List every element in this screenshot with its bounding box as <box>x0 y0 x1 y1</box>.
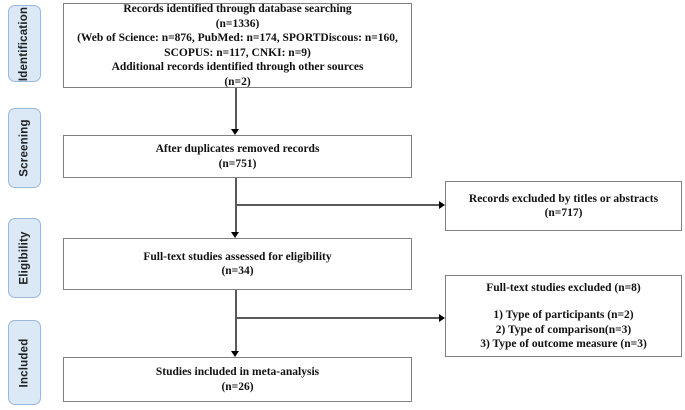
arrow-identified-to-duplicates-line <box>235 88 237 130</box>
arrow-to-excluded-titles-head <box>439 201 445 209</box>
excluded-titles-line: (n=717) <box>544 207 583 219</box>
fulltext-assessed-box: Full-text studies assessed for eligibili… <box>63 238 412 290</box>
excluded-fulltext-box: Full-text studies excluded (n=8) 1) Type… <box>445 275 682 357</box>
studies-included-line: (n=26) <box>221 380 254 393</box>
records-identified-line: Additional records identified through ot… <box>111 61 364 73</box>
excluded-titles-line: Records excluded by titles or abstracts <box>468 192 659 205</box>
studies-included-line: Studies included in meta-analysis <box>155 366 320 378</box>
excluded-fulltext-reason: 1) Type of participants (n=2) <box>493 309 634 321</box>
arrow-duplicates-to-fulltext-head <box>231 232 239 238</box>
records-identified-line: (n=2) <box>224 75 251 88</box>
excluded-fulltext-reason: 3) Type of outcome measure (n=3) <box>480 338 647 350</box>
stage-screening-label: Screening <box>18 119 31 177</box>
studies-included-box: Studies included in meta-analysis (n=26) <box>63 357 412 402</box>
fulltext-assessed-line: (n=34) <box>221 265 254 277</box>
stage-eligibility-label: Eligibility <box>18 231 31 285</box>
stage-screening: Screening <box>8 108 41 188</box>
duplicates-removed-line: After duplicates removed records <box>155 143 320 155</box>
records-identified-line: (Web of Science: n=876, PubMed: n=174, S… <box>77 32 398 44</box>
records-identified-line: SCOPUS: n=117, CNKI: n=9) <box>164 46 311 59</box>
arrow-identified-to-duplicates-head <box>231 129 239 135</box>
arrow-to-excluded-titles-line <box>236 204 439 206</box>
excluded-fulltext-title: Full-text studies excluded (n=8) <box>486 281 641 294</box>
records-identified-box: Records identified through database sear… <box>63 3 412 88</box>
excluded-fulltext-reason: 2) Type of comparison(n=3) <box>495 323 632 336</box>
duplicates-removed-box: After duplicates removed records (n=751) <box>63 135 412 178</box>
arrow-to-excluded-fulltext-head <box>439 314 445 322</box>
stage-included-label: Included <box>18 338 31 387</box>
records-identified-line: Records identified through database sear… <box>123 3 352 15</box>
stage-included: Included <box>8 320 41 405</box>
excluded-titles-box: Records excluded by titles or abstracts … <box>445 181 682 231</box>
stage-identification-label: Identification <box>18 6 31 81</box>
arrow-fulltext-to-included-line <box>235 290 237 352</box>
stage-identification: Identification <box>8 5 41 82</box>
stage-eligibility: Eligibility <box>8 218 41 298</box>
arrow-to-excluded-fulltext-line <box>236 317 439 319</box>
fulltext-assessed-line: Full-text studies assessed for eligibili… <box>143 250 332 263</box>
arrow-duplicates-to-fulltext-line <box>235 178 237 233</box>
records-identified-line: (n=1336) <box>215 17 260 30</box>
arrow-fulltext-to-included-head <box>231 351 239 357</box>
duplicates-removed-line: (n=751) <box>218 157 257 170</box>
